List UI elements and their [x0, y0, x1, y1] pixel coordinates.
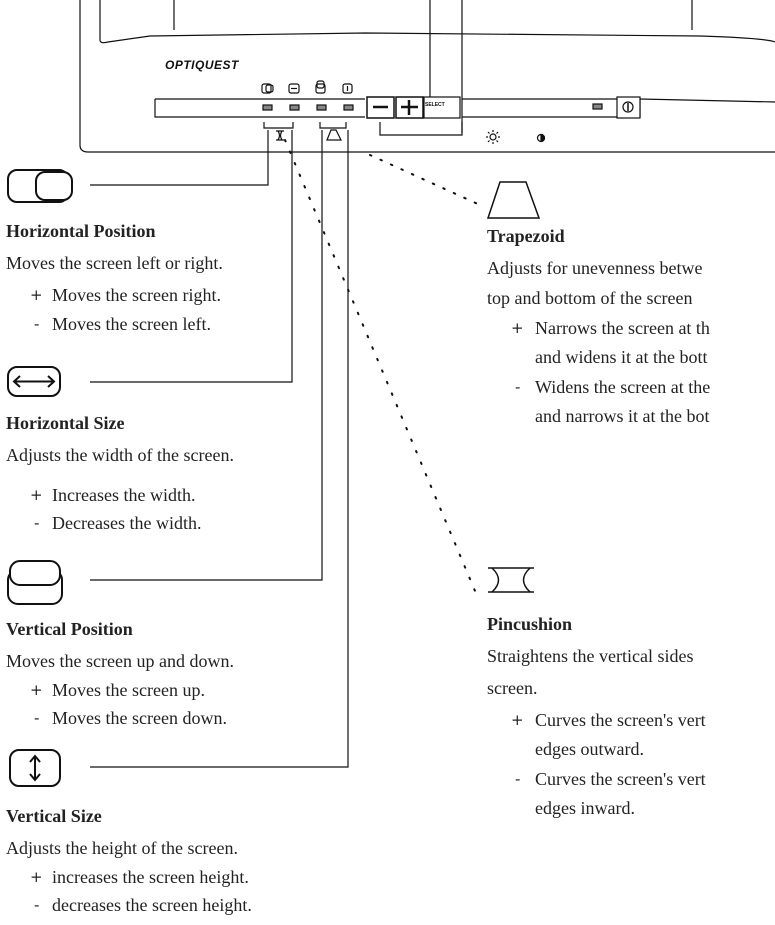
horizontal-position-title: Horizontal Position	[6, 221, 156, 241]
trapezoid-minus-line1: Widens the screen at the	[535, 377, 711, 397]
trapezoid-icon	[486, 181, 541, 219]
horizontal-position-plus: +	[30, 286, 43, 304]
pincushion-icon	[488, 567, 534, 593]
vertical-position-plus-text: Moves the screen up.	[52, 680, 205, 700]
pincushion-desc-line1: Straightens the vertical sides	[487, 646, 694, 666]
vertical-position-plus: +	[30, 681, 43, 699]
horizontal-position-small-icon	[261, 83, 274, 94]
trapezoid-title: Trapezoid	[487, 226, 565, 246]
horizontal-size-desc: Adjusts the width of the screen.	[6, 445, 234, 465]
trapezoid-small-icon	[326, 129, 342, 141]
control-strip	[154, 98, 775, 118]
trapezoid-plus: +	[511, 319, 524, 337]
dotted-leader-pincushion	[284, 139, 479, 599]
vertical-size-minus: -	[34, 896, 40, 914]
vertical-position-minus: -	[34, 709, 40, 727]
vertical-size-plus-text: increases the screen height.	[52, 867, 249, 887]
vertical-size-small-icon	[342, 83, 353, 94]
vertical-position-button[interactable]	[316, 104, 327, 111]
select-button[interactable]	[423, 96, 461, 119]
vertical-size-minus-text: decreases the screen height.	[52, 895, 252, 915]
pincushion-minus-line2: edges inward.	[535, 798, 635, 818]
trapezoid-minus-line2: and narrows it at the bot	[535, 406, 710, 426]
horizontal-position-minus: -	[34, 315, 40, 333]
horizontal-size-icon	[7, 366, 61, 397]
pincushion-desc-line2: screen.	[487, 678, 538, 698]
horizontal-size-plus-text: Increases the width.	[52, 485, 196, 505]
pincushion-title: Pincushion	[487, 614, 573, 634]
pincushion-minus-line1: Curves the screen's vert	[535, 769, 706, 789]
leader-horizontal-position	[90, 130, 269, 186]
vertical-size-plus: +	[30, 868, 43, 886]
left-bracket	[263, 122, 294, 129]
leader-vertical-size	[90, 130, 349, 768]
contrast-icon	[536, 133, 546, 143]
trapezoid-desc-line1: Adjusts for unevenness betwe	[487, 258, 703, 278]
horizontal-size-plus: +	[30, 486, 43, 504]
leader-vertical-position	[90, 130, 323, 581]
horizontal-position-button[interactable]	[262, 104, 273, 111]
power-icon	[622, 101, 634, 113]
vertical-size-button[interactable]	[343, 104, 354, 111]
pincushion-plus-line2: edges outward.	[535, 739, 644, 759]
horizontal-position-desc: Moves the screen left or right.	[6, 253, 223, 273]
monitor-bezel	[79, 0, 775, 153]
select-label: SELECT	[425, 102, 445, 108]
horizontal-position-minus-text: Moves the screen left.	[52, 314, 211, 334]
dotted-leader-trapezoid	[369, 154, 481, 206]
brightness-icon	[486, 130, 500, 144]
horizontal-position-plus-text: Moves the screen right.	[52, 285, 221, 305]
horizontal-position-icon	[7, 169, 73, 203]
trapezoid-plus-line1: Narrows the screen at th	[535, 318, 710, 338]
pincushion-minus: -	[515, 770, 521, 788]
trapezoid-desc-line2: top and bottom of the screen	[487, 288, 693, 308]
vertical-position-desc: Moves the screen up and down.	[6, 651, 234, 671]
power-led	[592, 103, 603, 110]
vertical-position-small-icon	[315, 80, 326, 94]
horizontal-size-minus: -	[34, 514, 40, 532]
pincushion-small-icon	[276, 130, 284, 141]
vertical-size-title: Vertical Size	[6, 806, 102, 826]
brand-logo-text: OPTIQUEST	[165, 58, 239, 72]
horizontal-size-minus-text: Decreases the width.	[52, 513, 202, 533]
vertical-position-icon	[7, 560, 63, 605]
leader-horizontal-size	[90, 130, 293, 383]
vertical-size-icon	[9, 749, 61, 787]
right-bracket	[319, 122, 347, 129]
horizontal-size-title: Horizontal Size	[6, 413, 125, 433]
pincushion-plus-line1: Curves the screen's vert	[535, 710, 706, 730]
trapezoid-plus-line2: and widens it at the bott	[535, 347, 708, 367]
horizontal-size-small-icon	[288, 83, 300, 94]
trapezoid-minus: -	[515, 378, 521, 396]
horizontal-size-button[interactable]	[289, 104, 300, 111]
vertical-position-title: Vertical Position	[6, 619, 133, 639]
plus-minus-bracket	[379, 122, 463, 136]
vertical-position-minus-text: Moves the screen down.	[52, 708, 227, 728]
vertical-size-desc: Adjusts the height of the screen.	[6, 838, 238, 858]
pincushion-plus: +	[511, 711, 524, 729]
